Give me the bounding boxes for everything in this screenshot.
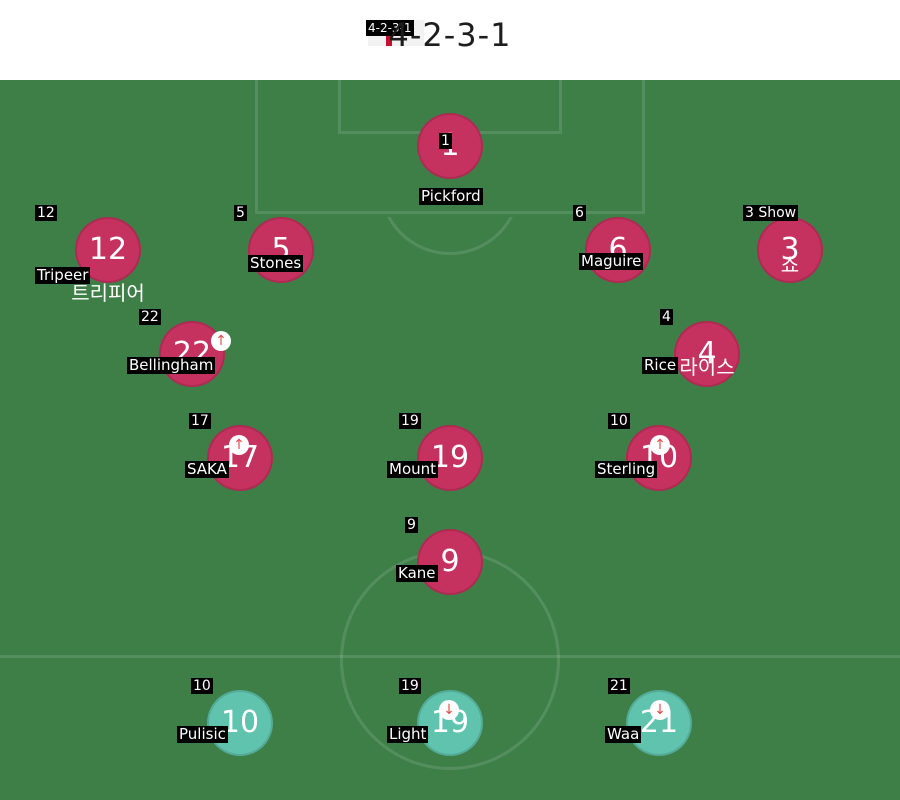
name-label: Pulisic: [177, 725, 228, 743]
header: 4-2-3-1 4-2-3-1: [0, 0, 900, 80]
number-label: 6: [573, 205, 586, 221]
number-label: 10: [191, 678, 213, 694]
name-label: Waa: [605, 725, 642, 743]
sub-on-icon: ↑: [650, 435, 670, 455]
name-label: Mount: [387, 460, 439, 478]
player-pickford[interactable]: 1 1 Pickford: [417, 113, 483, 205]
number-label: 9: [405, 517, 418, 533]
player-number: 19: [417, 425, 483, 491]
sub-on-icon: ↑: [229, 435, 249, 455]
number-label: 12: [35, 205, 57, 221]
player-rice[interactable]: 4 4 라이스 Rice: [642, 309, 740, 387]
name-label: Sterling: [595, 460, 658, 478]
player-maguire[interactable]: 6 6 Maguire: [573, 205, 651, 283]
name-label: Stones: [248, 254, 304, 272]
player-pulisic[interactable]: 10 10 Pulisic: [177, 678, 273, 756]
player-bellingham[interactable]: 22 22 Bellingham ↑: [127, 309, 231, 387]
sub-off-icon: ↓: [439, 700, 459, 720]
sub-off-icon: ↓: [650, 700, 670, 720]
player-light[interactable]: 19 19 Light ↓: [387, 678, 483, 756]
player-number: 5: [248, 217, 314, 283]
number-label: 10: [608, 413, 630, 429]
player-number: 10: [207, 690, 273, 756]
player-number: 4: [674, 321, 740, 387]
player-stones[interactable]: 5 5 Stones: [234, 205, 314, 283]
number-label: 3 Show: [743, 205, 799, 221]
player-number: 6: [585, 217, 651, 283]
name-label: Maguire: [579, 252, 644, 270]
player-name: 쇼: [780, 253, 800, 277]
player-kane[interactable]: 9 9 Kane: [396, 517, 483, 595]
player-number: 22: [159, 321, 225, 387]
number-label: 5: [234, 205, 247, 221]
name-label: Kane: [396, 564, 438, 582]
player-number: 9: [417, 529, 483, 595]
player-weah[interactable]: 21 21 Waa ↓: [605, 678, 692, 756]
sub-on-icon: ↑: [211, 331, 231, 351]
number-label: 1: [439, 133, 452, 149]
number-label: 22: [139, 309, 161, 325]
number-label: 4: [660, 309, 673, 325]
name-label: SAKA: [185, 460, 229, 478]
player-tripeer[interactable]: 12 12 트리피어 Tripeer: [35, 205, 145, 303]
player-saka[interactable]: 17 17 SAKA ↑: [185, 413, 273, 491]
name-label: Bellingham: [127, 356, 216, 374]
player-number: 3: [757, 217, 823, 283]
name-label: Tripeer: [35, 266, 91, 284]
player-name: 라이스: [679, 355, 735, 379]
player-name: 트리피어: [71, 281, 145, 305]
name-label: Pickford: [419, 187, 483, 205]
flag-label: 4-2-3-1: [366, 20, 414, 36]
player-shaw[interactable]: 3 3 Show 쇼: [743, 205, 823, 283]
number-label: 19: [399, 678, 421, 694]
formation-title: 4-2-3-1: [388, 16, 512, 54]
number-label: 19: [399, 413, 421, 429]
penalty-area: [255, 80, 645, 214]
number-label: 21: [608, 678, 630, 694]
player-mount[interactable]: 19 19 Mount: [387, 413, 483, 491]
name-label: Light: [387, 725, 429, 743]
player-sterling[interactable]: 10 10 Sterling ↑: [595, 413, 692, 491]
number-label: 17: [189, 413, 211, 429]
name-label: Rice: [642, 356, 679, 374]
pitch: 1 1 Pickford 12 12 트리피어 Tripeer 5 5 Ston…: [0, 80, 900, 800]
